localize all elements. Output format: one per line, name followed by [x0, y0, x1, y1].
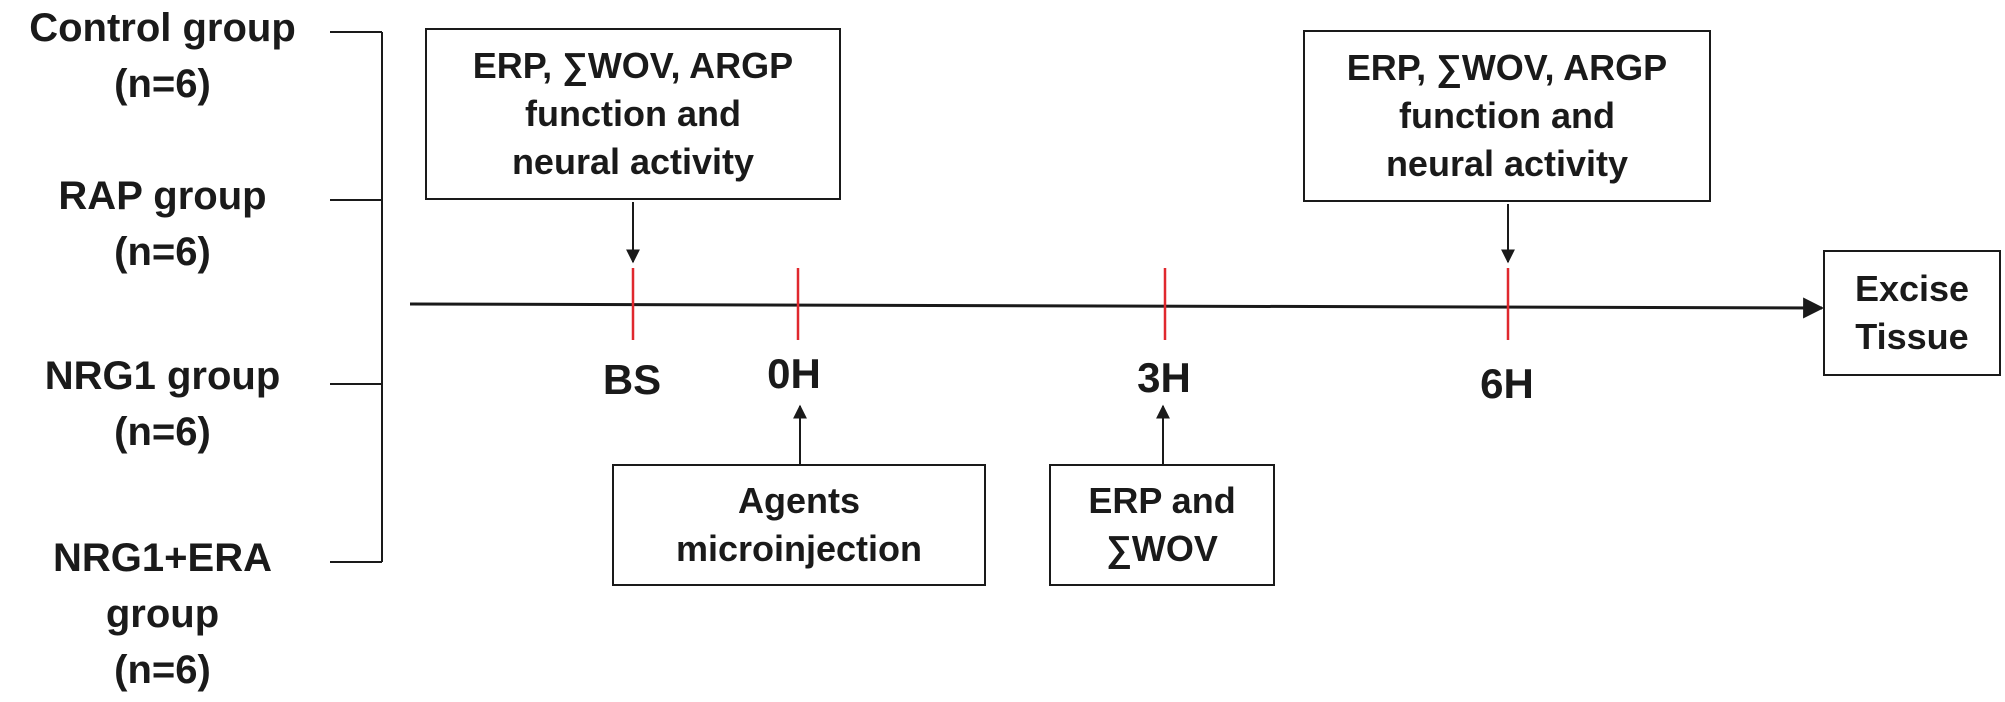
box-line: Agents — [737, 480, 860, 521]
group-count: (n=6) — [114, 230, 211, 274]
timeline-axis — [409, 297, 1825, 319]
measurement-box-6h: ERP, ∑WOV, ARGP function and neural acti… — [1303, 30, 1711, 202]
group-name: NRG1 group — [44, 354, 281, 398]
group-name: NRG1+ERA — [53, 536, 272, 580]
agents-microinjection-box: Agents microinjection — [612, 464, 986, 586]
group-name: Control group — [29, 6, 296, 50]
tick-label-3h: 3H — [1137, 354, 1191, 401]
group-label-control: Control group (n=6) — [0, 0, 325, 112]
box-line: function and — [1399, 95, 1615, 136]
box-line: ERP, ∑WOV, ARGP — [1346, 47, 1668, 88]
group-count: (n=6) — [114, 62, 211, 106]
box-line: microinjection — [675, 528, 923, 569]
box-line: function and — [525, 93, 741, 134]
box-line: neural activity — [1385, 143, 1629, 184]
group-count: (n=6) — [114, 410, 211, 454]
box-line: ∑WOV — [1106, 528, 1218, 569]
box-line: neural activity — [511, 141, 755, 182]
group-label-nrg1: NRG1 group (n=6) — [0, 348, 325, 460]
group-name: RAP group — [58, 174, 267, 218]
group-name-cont: group — [105, 592, 220, 636]
tick-label-bs: BS — [602, 356, 662, 403]
group-label-nrg1-era: NRG1+ERA group (n=6) — [0, 530, 325, 698]
box-line: ERP, ∑WOV, ARGP — [472, 45, 794, 86]
box-line: Excise — [1854, 268, 1970, 309]
box-line: Tissue — [1855, 316, 1969, 357]
tick-label-6h: 6H — [1480, 360, 1534, 407]
group-label-rap: RAP group (n=6) — [0, 168, 325, 280]
tick-label-0h: 0H — [767, 350, 821, 397]
erp-wov-box: ERP and ∑WOV — [1049, 464, 1275, 586]
group-count: (n=6) — [114, 648, 211, 692]
box-line: ERP and — [1088, 480, 1236, 521]
excise-tissue-box: Excise Tissue — [1823, 250, 2001, 376]
measurement-box-baseline: ERP, ∑WOV, ARGP function and neural acti… — [425, 28, 841, 200]
